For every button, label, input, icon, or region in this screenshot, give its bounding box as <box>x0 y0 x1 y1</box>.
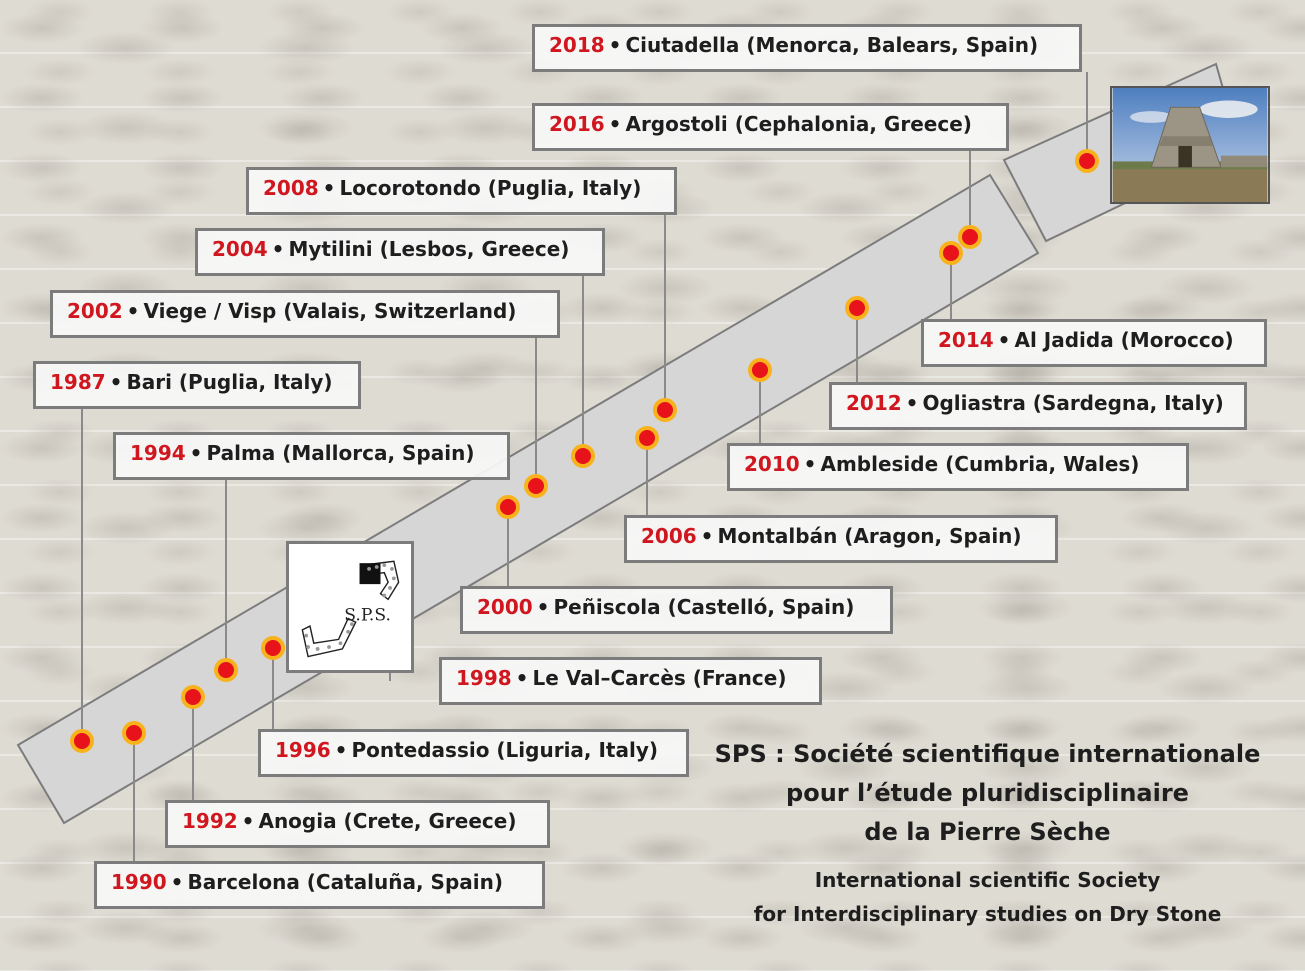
bullet: • <box>126 299 140 323</box>
bullet: • <box>608 112 622 136</box>
caption-fr-line-2: pour l’étude pluridisciplinaire <box>786 779 1189 807</box>
event-year: 2010 <box>744 452 800 476</box>
caption-fr-line-3: de la Pierre Sèche <box>864 818 1111 846</box>
event-place: Ambleside (Cumbria, Wales) <box>820 452 1140 476</box>
event-year: 2002 <box>67 299 123 323</box>
event-year: 1990 <box>111 870 167 894</box>
marker-1987 <box>70 729 94 753</box>
event-label-2010: 2010•Ambleside (Cumbria, Wales) <box>727 443 1189 491</box>
event-place: Mytilini (Lesbos, Greece) <box>288 237 570 261</box>
caption-fr-line-1: SPS : Société scientifique international… <box>714 740 1261 768</box>
bullet: • <box>109 370 123 394</box>
event-label-2006: 2006•Montalbán (Aragon, Spain) <box>624 515 1058 563</box>
marker-2004 <box>571 444 595 468</box>
marker-2000 <box>496 495 520 519</box>
bullet: • <box>189 441 203 465</box>
event-label-1994: 1994•Palma (Mallorca, Spain) <box>113 432 510 480</box>
event-place: Anogia (Crete, Greece) <box>258 809 517 833</box>
event-label-2004: 2004•Mytilini (Lesbos, Greece) <box>195 228 605 276</box>
event-year: 1996 <box>275 738 331 762</box>
marker-2016 <box>958 225 982 249</box>
logo-text: S.P.S. <box>344 605 391 625</box>
event-year: 2006 <box>641 524 697 548</box>
event-label-1987: 1987•Bari (Puglia, Italy) <box>33 361 361 409</box>
bullet: • <box>322 176 336 200</box>
event-place: Al Jadida (Morocco) <box>1014 328 1234 352</box>
event-place: Bari (Puglia, Italy) <box>126 370 333 394</box>
event-year: 1987 <box>50 370 106 394</box>
event-place: Peñiscola (Castelló, Spain) <box>553 595 855 619</box>
event-place: Viege / Visp (Valais, Switzerland) <box>143 299 517 323</box>
marker-1996 <box>261 636 285 660</box>
event-place: Locorotondo (Puglia, Italy) <box>339 176 642 200</box>
bullet: • <box>334 738 348 762</box>
event-place: Pontedassio (Liguria, Italy) <box>351 738 659 762</box>
dry-stone-hut-photo <box>1110 86 1270 204</box>
marker-2012 <box>845 296 869 320</box>
event-label-1992: 1992•Anogia (Crete, Greece) <box>165 800 550 848</box>
bullet: • <box>608 33 622 57</box>
bullet: • <box>241 809 255 833</box>
event-year: 2014 <box>938 328 994 352</box>
bullet: • <box>700 524 714 548</box>
event-label-2018: 2018•Ciutadella (Menorca, Balears, Spain… <box>532 24 1082 72</box>
event-place: Le Val–Carcès (France) <box>532 666 787 690</box>
bullet: • <box>905 391 919 415</box>
event-place: Barcelona (Cataluña, Spain) <box>187 870 503 894</box>
event-place: Ciutadella (Menorca, Balears, Spain) <box>625 33 1039 57</box>
bullet: • <box>515 666 529 690</box>
marker-1992 <box>181 685 205 709</box>
event-place: Montalbán (Aragon, Spain) <box>717 524 1022 548</box>
event-label-1990: 1990•Barcelona (Cataluña, Spain) <box>94 861 545 909</box>
logo-stone-path-bottom <box>301 617 357 658</box>
caption-en-line-2: for Interdisciplinary studies on Dry Sto… <box>753 902 1222 926</box>
marker-2002 <box>524 474 548 498</box>
event-year: 2016 <box>549 112 605 136</box>
event-label-1996: 1996•Pontedassio (Liguria, Italy) <box>258 729 689 777</box>
bullet: • <box>536 595 550 619</box>
event-year: 2004 <box>212 237 268 261</box>
society-caption: SPS : Société scientifique international… <box>705 735 1270 931</box>
caption-en-line-1: International scientific Society <box>814 868 1161 892</box>
event-label-2002: 2002•Viege / Visp (Valais, Switzerland) <box>50 290 560 338</box>
event-year: 1992 <box>182 809 238 833</box>
event-label-2012: 2012•Ogliastra (Sardegna, Italy) <box>829 382 1247 430</box>
marker-1990 <box>122 721 146 745</box>
event-year: 2008 <box>263 176 319 200</box>
marker-2008 <box>653 398 677 422</box>
event-year: 2018 <box>549 33 605 57</box>
event-label-2000: 2000•Peñiscola (Castelló, Spain) <box>460 586 893 634</box>
bullet: • <box>271 237 285 261</box>
sps-logo: S.P.S. <box>286 541 414 673</box>
event-label-2008: 2008•Locorotondo (Puglia, Italy) <box>246 167 677 215</box>
marker-2010 <box>748 358 772 382</box>
event-place: Palma (Mallorca, Spain) <box>206 441 475 465</box>
event-year: 1998 <box>456 666 512 690</box>
event-label-1998: 1998•Le Val–Carcès (France) <box>439 657 822 705</box>
marker-1994 <box>214 658 238 682</box>
event-year: 2012 <box>846 391 902 415</box>
event-year: 2000 <box>477 595 533 619</box>
event-label-2016: 2016•Argostoli (Cephalonia, Greece) <box>532 103 1009 151</box>
marker-2006 <box>635 426 659 450</box>
event-label-2014: 2014•Al Jadida (Morocco) <box>921 319 1267 367</box>
logo-dark-block <box>359 563 381 585</box>
bullet: • <box>170 870 184 894</box>
marker-2014 <box>939 241 963 265</box>
event-year: 1994 <box>130 441 186 465</box>
timeline-markers <box>70 149 1099 753</box>
bullet: • <box>803 452 817 476</box>
marker-2018 <box>1075 149 1099 173</box>
event-place: Argostoli (Cephalonia, Greece) <box>625 112 972 136</box>
connector-lines <box>81 72 1088 861</box>
bullet: • <box>997 328 1011 352</box>
event-place: Ogliastra (Sardegna, Italy) <box>922 391 1224 415</box>
